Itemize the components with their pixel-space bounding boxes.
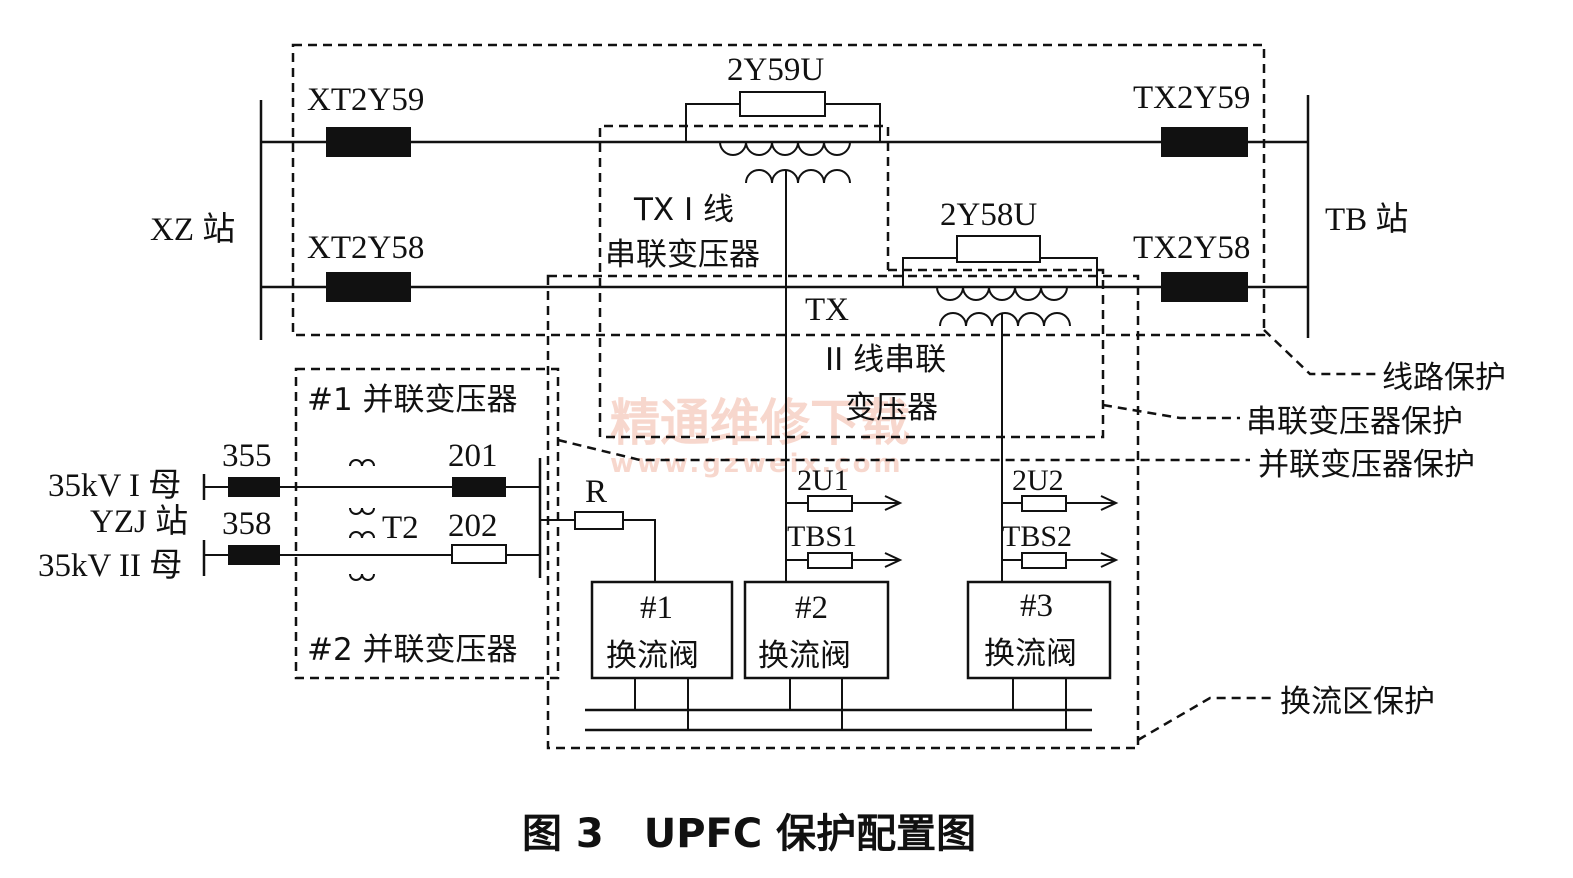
breaker-xt2y58 <box>326 272 411 302</box>
label-201: 201 <box>448 438 498 474</box>
label-series-transformer-2-line3: 变压器 <box>845 390 938 426</box>
label-2y58u: 2Y58U <box>940 197 1037 233</box>
watermark-url: www.gzweix.com <box>610 449 904 479</box>
series-transformer-2-secondary <box>939 312 1071 327</box>
resistor-2y59u <box>739 91 826 117</box>
converter-valve-3 <box>966 580 1112 680</box>
label-yzj-station: YZJ 站 <box>90 503 188 540</box>
leader-series-protection <box>1102 403 1240 420</box>
breaker-tx2y58 <box>1161 272 1248 302</box>
arrow-2u1 <box>884 495 903 511</box>
valve-2-label: 换流阀 <box>758 638 851 674</box>
label-tbs2: TBS2 <box>1002 520 1072 553</box>
resistor-tbs1 <box>807 552 853 569</box>
label-tx2y58: TX2Y58 <box>1133 230 1250 266</box>
breaker-358 <box>228 545 280 565</box>
label-zone-line: 线路保护 <box>1382 360 1506 396</box>
series-transformer-1-secondary <box>745 169 851 184</box>
resistor-2y58u <box>956 235 1041 263</box>
label-tx2y59: TX2Y59 <box>1133 80 1250 116</box>
breaker-tx2y59 <box>1161 127 1248 157</box>
resistor-2u2 <box>1021 495 1067 512</box>
label-shunt-transformer-1: #1 并联变压器 <box>307 382 518 418</box>
breaker-201 <box>452 477 506 497</box>
valve-1-number: #1 <box>640 590 673 626</box>
label-t2: T2 <box>382 510 419 546</box>
resistor-2u1 <box>807 495 853 512</box>
label-zone-converter: 换流区保护 <box>1280 684 1435 720</box>
label-tb-station: TB 站 <box>1325 201 1408 238</box>
label-202: 202 <box>448 508 498 544</box>
label-bus-35kv-1: 35kV I 母 <box>48 468 181 504</box>
label-series-transformer-1-line2: 串联变压器 <box>605 237 760 273</box>
shunt-transformer-1-symbol <box>349 459 375 515</box>
label-zone-shunt: 并联变压器保护 <box>1258 447 1475 483</box>
zone-converter-protection <box>546 274 1140 750</box>
resistor-tbs2 <box>1021 552 1067 569</box>
zone-line-protection <box>291 43 1266 337</box>
label-zone-series: 串联变压器保护 <box>1246 404 1463 440</box>
resistor-r <box>574 511 624 530</box>
arrow-tbs1 <box>884 552 903 568</box>
leader-converter-protection <box>1137 696 1275 742</box>
label-xz-station: XZ 站 <box>150 211 235 248</box>
series-transformer-2-primary <box>936 286 1068 301</box>
label-bus-35kv-2: 35kV II 母 <box>38 548 182 584</box>
label-series-transformer-2-line2: II 线串联 <box>825 342 946 378</box>
label-2y59u: 2Y59U <box>727 52 824 88</box>
breaker-202 <box>451 544 507 564</box>
label-2u1: 2U1 <box>797 464 849 497</box>
label-shunt-transformer-2: #2 并联变压器 <box>307 632 518 668</box>
valve-2-number: #2 <box>795 590 828 626</box>
breaker-355 <box>228 477 280 497</box>
label-tbs1: TBS1 <box>787 520 857 553</box>
figure-caption: 图 3 UPFC 保护配置图 <box>522 811 976 857</box>
label-series-transformer-2-line1: TX <box>805 292 849 328</box>
watermark: 精通维修下载 www.gzweix.com <box>610 394 910 479</box>
label-355: 355 <box>222 438 272 474</box>
valve-3-label: 换流阀 <box>984 636 1077 672</box>
label-xt2y58: XT2Y58 <box>307 230 424 266</box>
converter-valve-1 <box>590 580 734 680</box>
arrow-tbs2 <box>1100 552 1119 568</box>
label-358: 358 <box>222 506 272 542</box>
leader-line-protection <box>1263 329 1378 376</box>
label-series-transformer-1-line1: TX I 线 <box>633 192 734 228</box>
valve-3-number: #3 <box>1020 588 1053 624</box>
r-to-valve-1 <box>623 519 656 582</box>
watermark-cn: 精通维修下载 <box>610 394 910 452</box>
valve-1-label: 换流阀 <box>606 638 699 674</box>
series-transformer-1-primary <box>719 141 851 156</box>
label-r: R <box>585 474 607 510</box>
label-2u2: 2U2 <box>1012 464 1064 497</box>
breaker-xt2y59 <box>326 127 411 157</box>
shunt-transformer-2-symbol <box>349 531 375 581</box>
label-xt2y59: XT2Y59 <box>307 82 424 118</box>
converter-valve-2 <box>743 580 890 680</box>
zone-series-1-left <box>598 124 890 437</box>
arrow-2u2 <box>1100 495 1119 511</box>
